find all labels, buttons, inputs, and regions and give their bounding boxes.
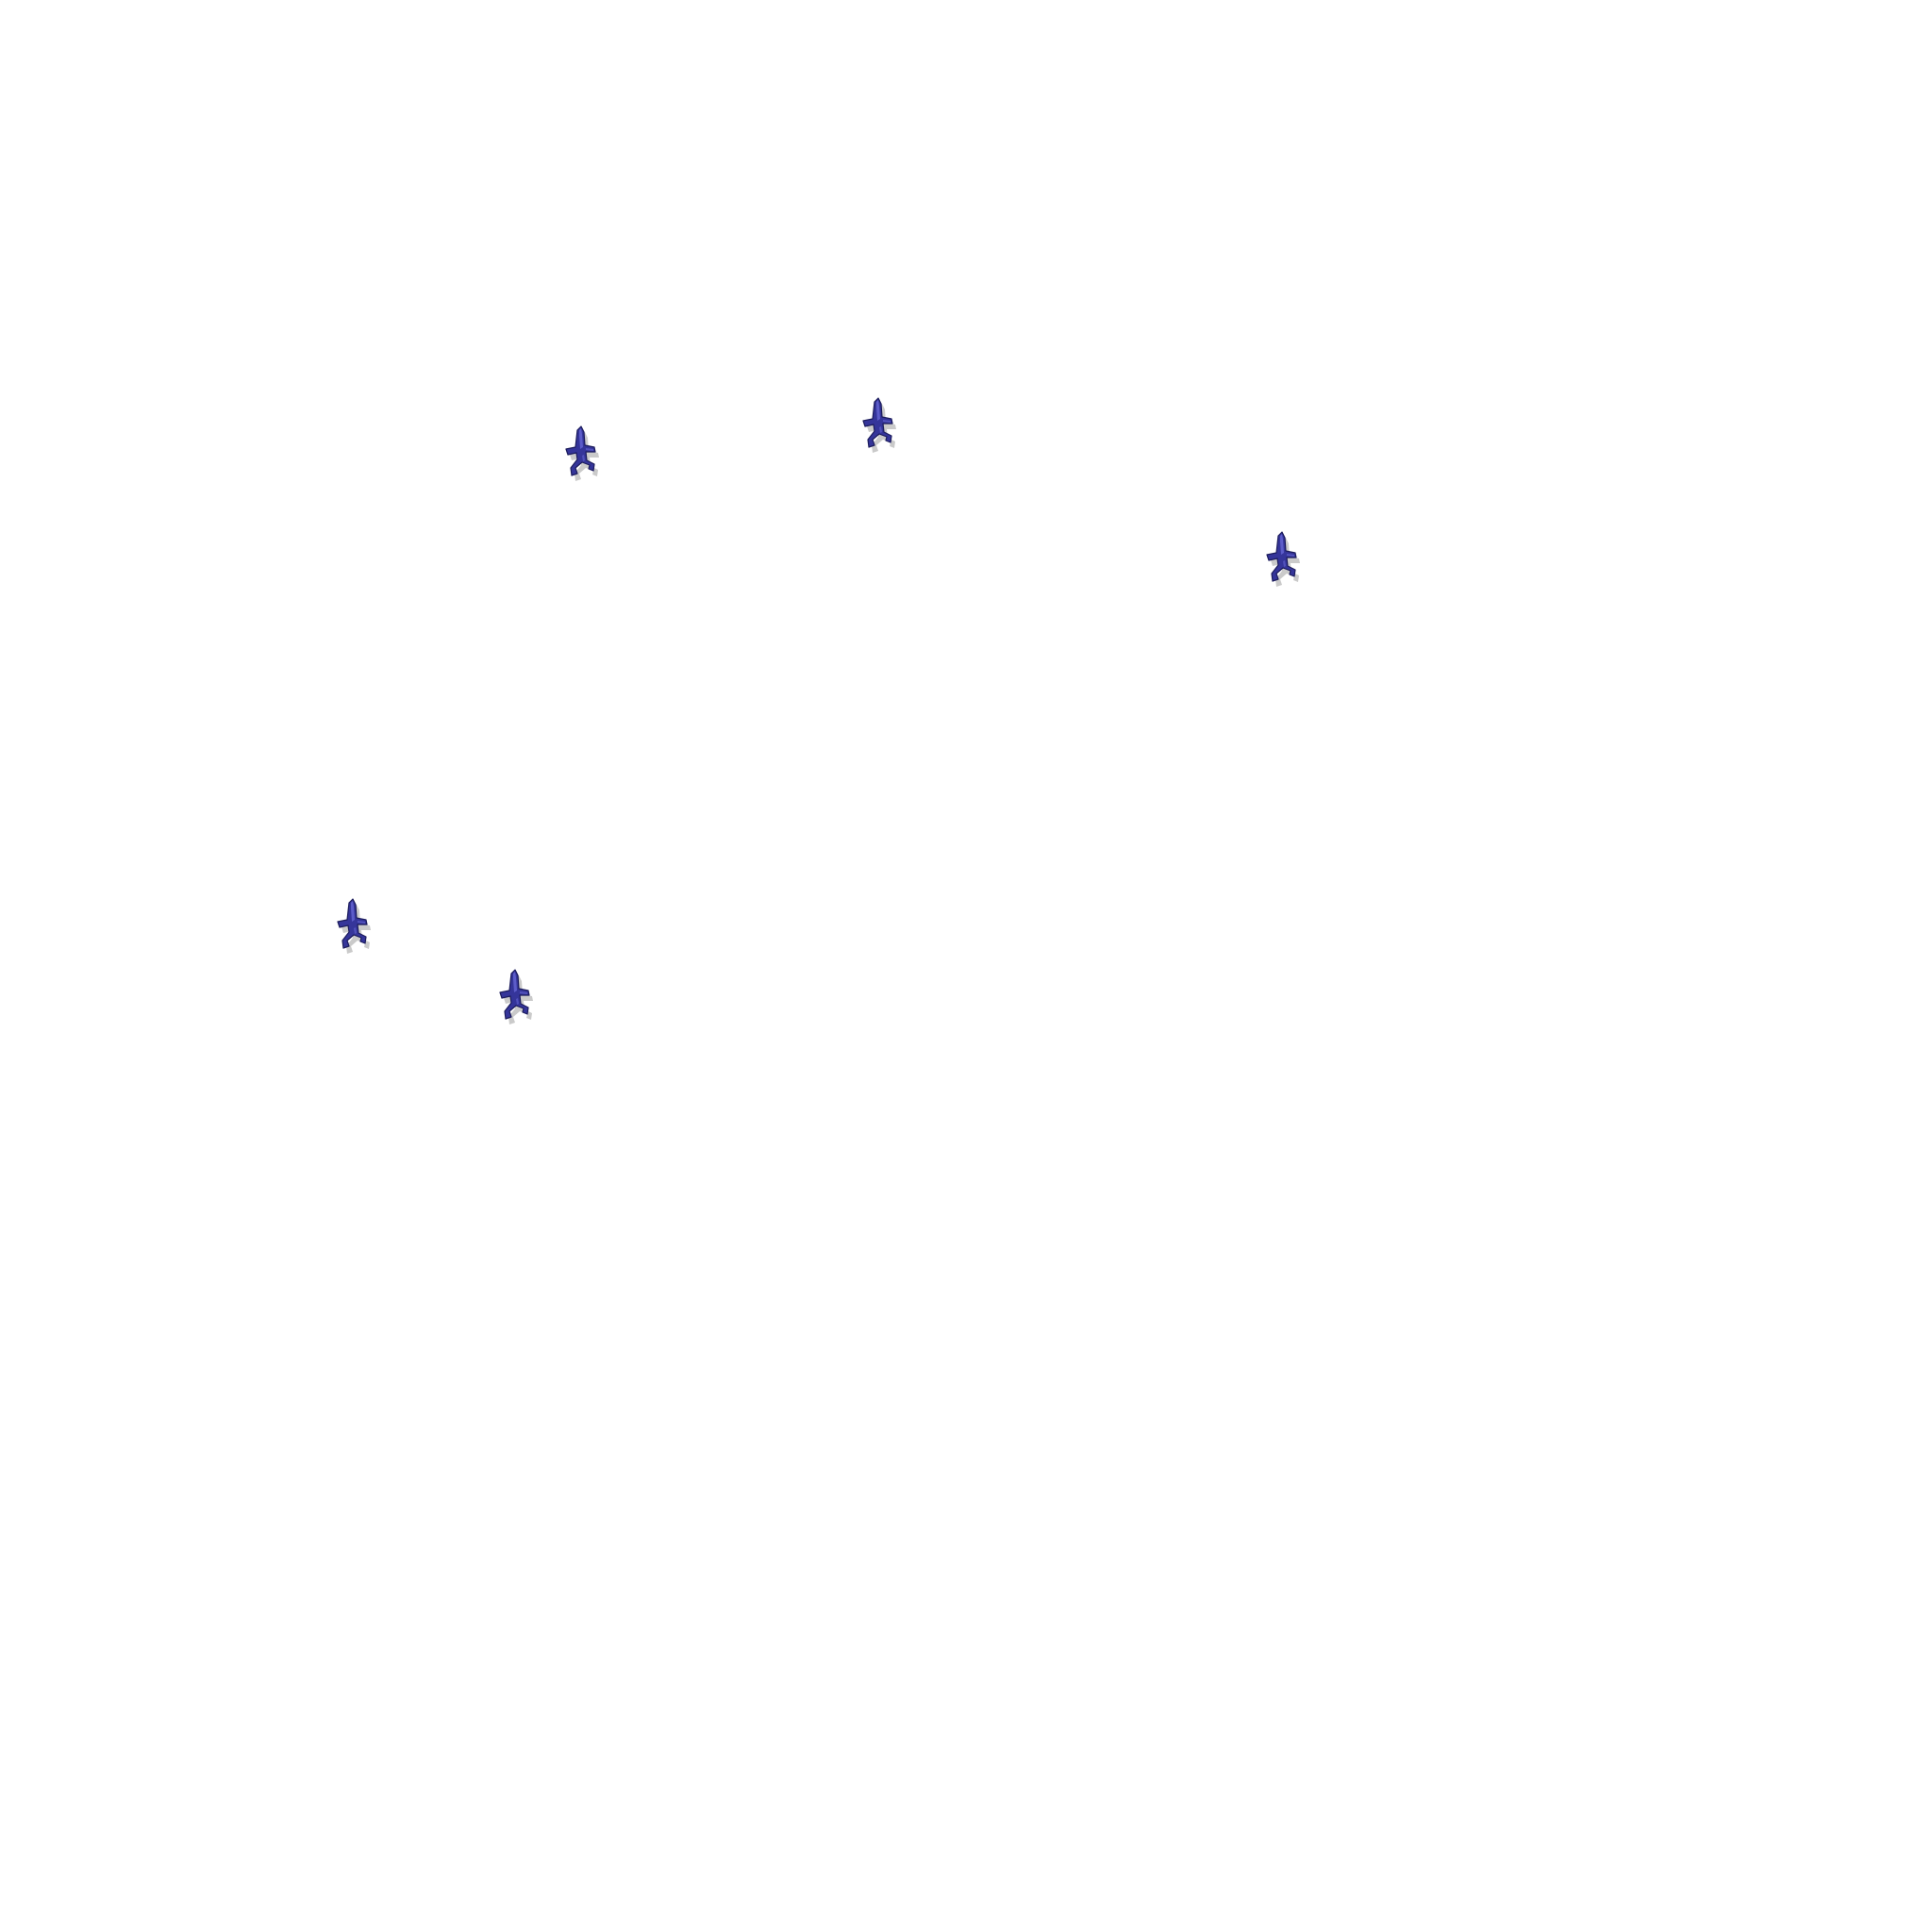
running-figure-icon — [565, 425, 599, 481]
running-figure-icon — [499, 969, 533, 1024]
running-figure-icon — [862, 397, 896, 453]
runner-sprite[interactable] — [1257, 531, 1308, 592]
runner-sprite[interactable] — [328, 898, 379, 959]
running-figure-icon — [1266, 531, 1300, 587]
runner-sprite[interactable] — [491, 969, 541, 1030]
runner-sprite[interactable] — [557, 425, 608, 487]
running-figure-icon — [337, 898, 371, 954]
runner-sprite[interactable] — [854, 397, 905, 458]
